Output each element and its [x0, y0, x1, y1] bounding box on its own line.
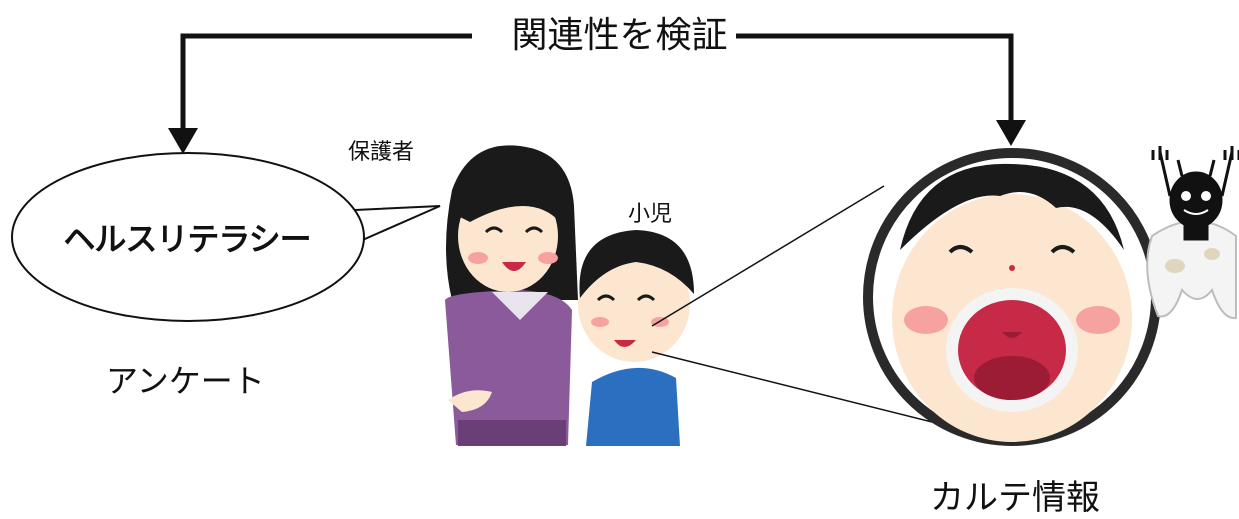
speech-bubble [11, 152, 441, 322]
verify-relationship-label: 関連性を検証 [511, 15, 728, 56]
guardian-figure [445, 145, 578, 446]
arrow-down-right-icon [996, 120, 1026, 146]
top-bracket-connector [180, 33, 1014, 130]
magnifier-mouth-icon [863, 148, 1161, 446]
child-label: 小児 [628, 202, 673, 227]
child-figure [578, 230, 694, 446]
arrow-down-left-icon [168, 128, 198, 154]
health-literacy-label: ヘルスリテラシー [63, 220, 311, 258]
medical-record-label: カルテ情報 [930, 478, 1100, 518]
tooth-icon [1146, 220, 1237, 320]
guardian-label: 保護者 [348, 140, 415, 165]
cavity-germ-icon [1151, 146, 1239, 241]
survey-label: アンケート [106, 362, 265, 400]
